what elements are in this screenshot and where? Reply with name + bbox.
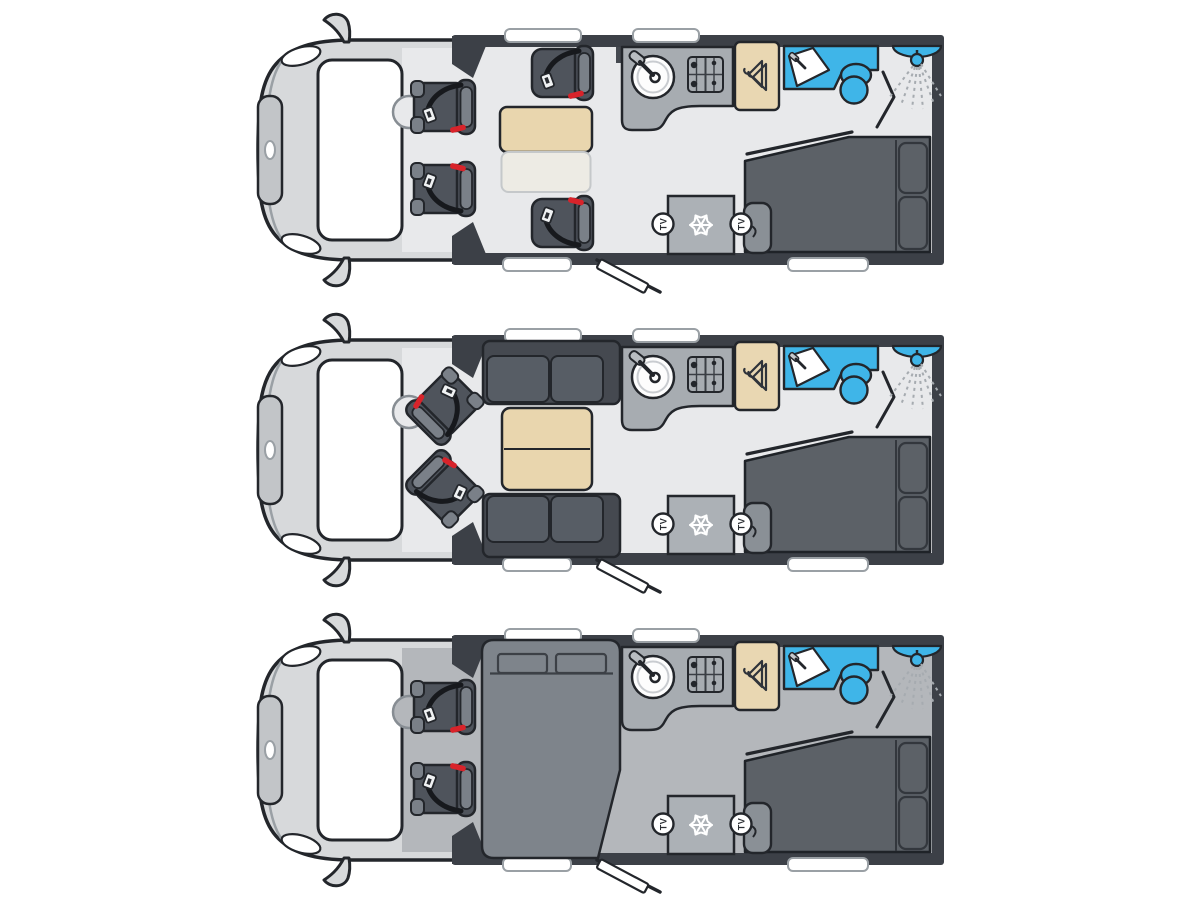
cab-seat-passenger [411, 162, 475, 216]
floorplan-night-layout: TV TV [256, 612, 946, 895]
made-up-bed [480, 638, 622, 860]
travel-seat-rear-top [532, 46, 593, 100]
tv-point-badge: TV [729, 512, 753, 536]
sofa-top [481, 339, 622, 406]
cab-seat-driver [411, 680, 475, 734]
sofa-bottom [481, 492, 622, 559]
tv-label: TV [659, 218, 669, 231]
floorplan-lounge-layout: TV TV [256, 312, 946, 595]
lounge-table [500, 406, 594, 492]
tv-label: TV [659, 818, 669, 831]
tv-point-badge: TV [651, 212, 675, 236]
tv-label: TV [659, 518, 669, 531]
floorplan-travel-layout: TV TV [256, 12, 946, 295]
tv-label: TV [737, 818, 747, 831]
cab-seat-passenger [411, 762, 475, 816]
tv-label: TV [737, 218, 747, 231]
tv-point-badge: TV [651, 812, 675, 836]
tv-point-badge: TV [729, 212, 753, 236]
tv-point-badge: TV [729, 812, 753, 836]
tv-label: TV [737, 518, 747, 531]
dinette-table [498, 105, 594, 193]
tv-point-badge: TV [651, 512, 675, 536]
travel-seat-rear-bottom [532, 196, 593, 250]
cab-seat-driver [411, 80, 475, 134]
